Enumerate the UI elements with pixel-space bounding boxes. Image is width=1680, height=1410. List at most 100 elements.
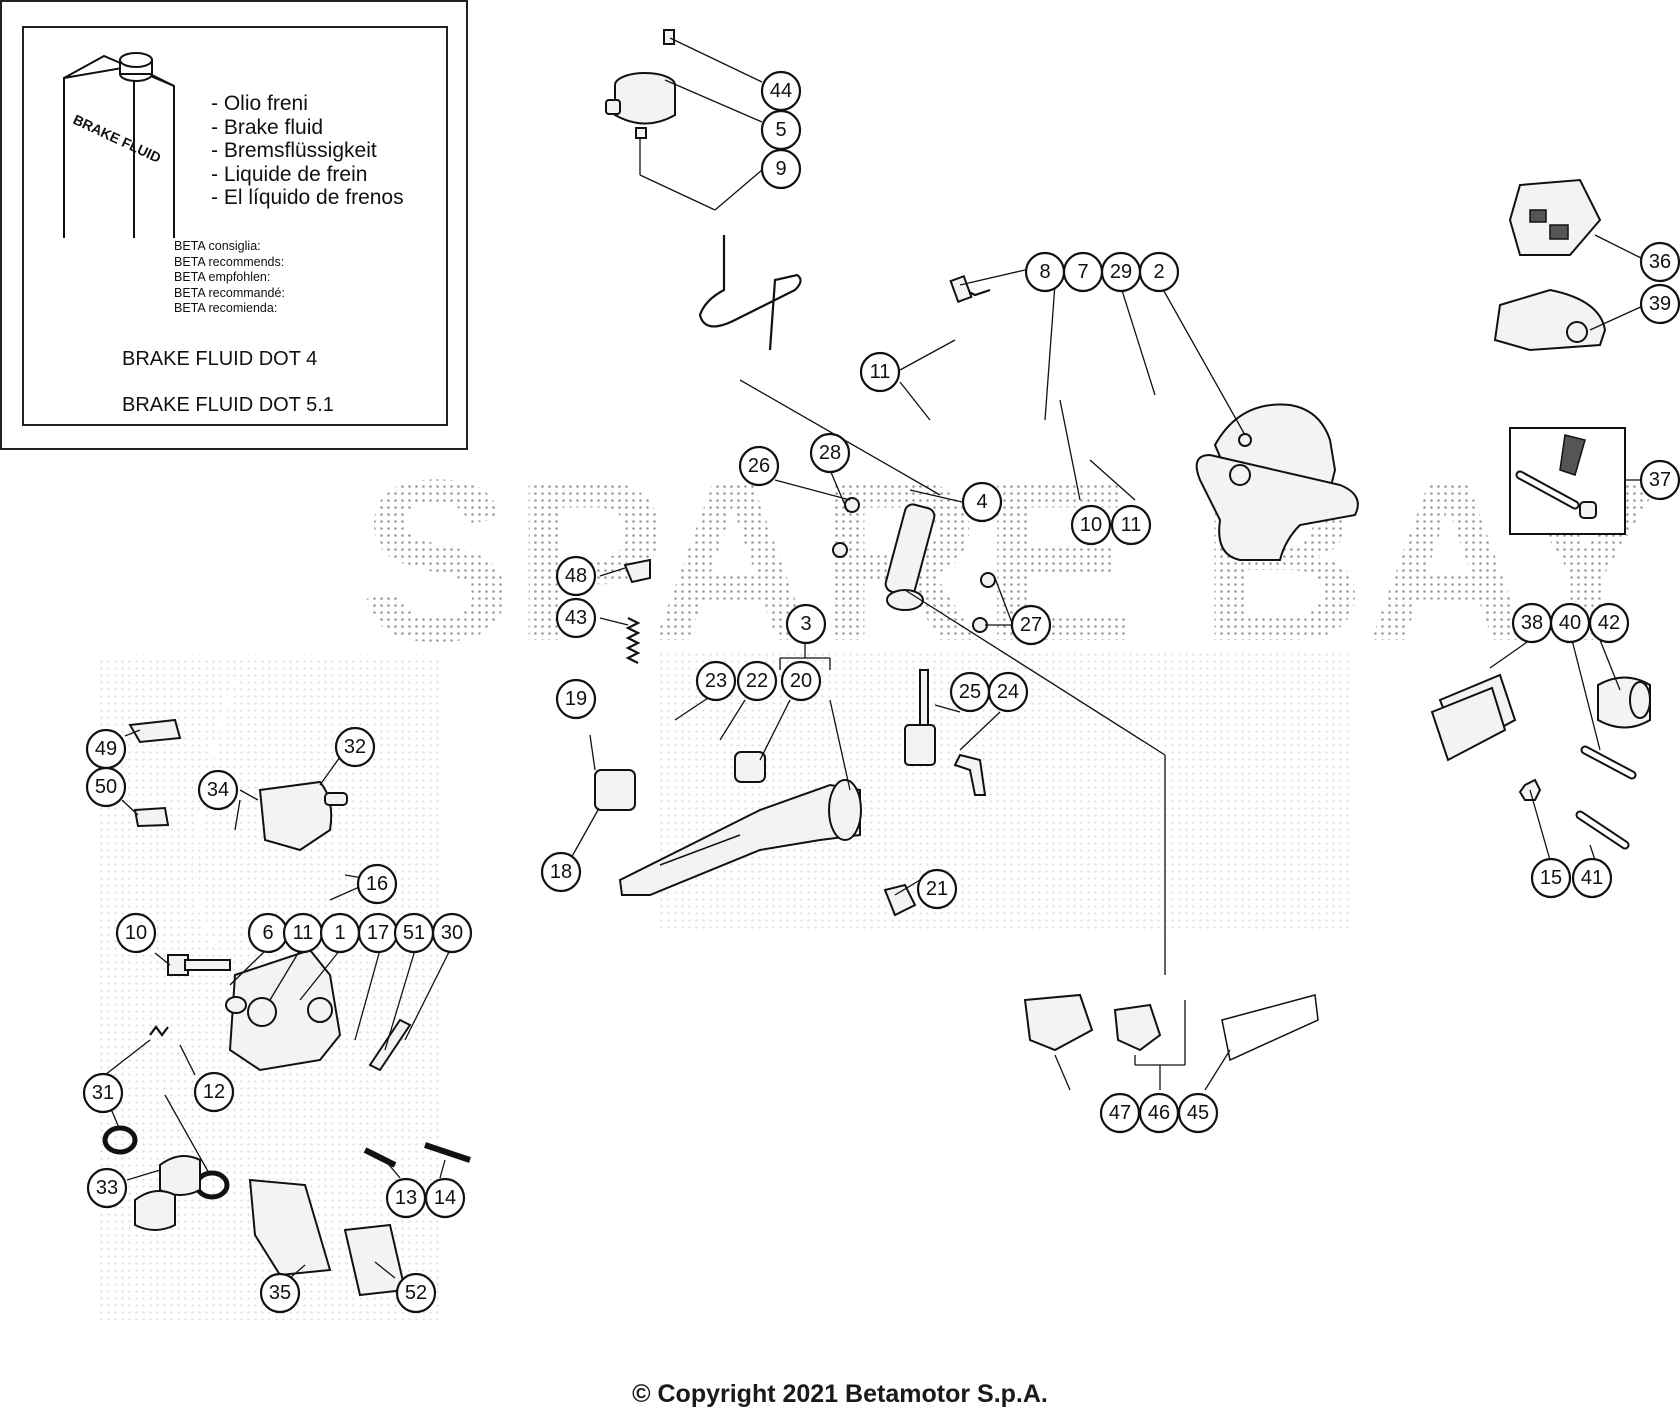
svg-text:21: 21 xyxy=(926,878,948,900)
svg-text:4: 4 xyxy=(976,491,987,513)
svg-text:8: 8 xyxy=(1039,261,1050,283)
svg-text:29: 29 xyxy=(1110,261,1132,283)
callout-8: 8 xyxy=(1024,251,1066,293)
svg-text:6: 6 xyxy=(262,922,273,944)
kit-46 xyxy=(1113,1003,1162,1052)
callout-9: 9 xyxy=(760,148,802,190)
callout-51: 51 xyxy=(393,912,435,954)
fluid-name-de: - Bremsflüssigkeit xyxy=(211,139,377,162)
fluid-name-es: - El líquido de frenos xyxy=(211,186,404,209)
callout-14: 14 xyxy=(424,1177,466,1219)
callout-34: 34 xyxy=(197,769,239,811)
svg-text:17: 17 xyxy=(367,922,389,944)
recommendation-list: BETA consiglia: BETA recommends: BETA em… xyxy=(174,239,285,317)
rear-master-cylinder xyxy=(832,497,996,633)
pistons-seals xyxy=(102,1125,230,1231)
pushrod-clevis xyxy=(904,669,987,796)
svg-text:14: 14 xyxy=(434,1187,456,1209)
svg-text:10: 10 xyxy=(1080,514,1102,536)
svg-text:7: 7 xyxy=(1077,261,1088,283)
svg-text:49: 49 xyxy=(95,738,117,760)
svg-text:5: 5 xyxy=(775,119,786,141)
bleeder-31 xyxy=(149,1025,169,1037)
svg-text:36: 36 xyxy=(1649,251,1671,273)
svg-text:39: 39 xyxy=(1649,293,1671,315)
svg-text:11: 11 xyxy=(1121,514,1142,536)
callout-28: 28 xyxy=(809,432,851,474)
svg-text:52: 52 xyxy=(405,1282,427,1304)
callout-11: 11 xyxy=(859,351,901,393)
pedal-bushing xyxy=(734,751,766,783)
svg-text:48: 48 xyxy=(565,565,587,587)
callout-13: 13 xyxy=(385,1177,427,1219)
svg-text:28: 28 xyxy=(819,442,841,464)
callout-52: 52 xyxy=(395,1272,437,1314)
callout-10-front: 10 xyxy=(115,912,157,954)
callout-11b: 11 xyxy=(1110,504,1152,546)
svg-text:19: 19 xyxy=(565,688,587,710)
svg-text:18: 18 xyxy=(550,861,572,883)
rear-brake-caliper xyxy=(1195,403,1359,561)
svg-text:44: 44 xyxy=(770,80,792,102)
svg-text:3: 3 xyxy=(800,613,811,635)
svg-text:22: 22 xyxy=(746,670,768,692)
spring-bracket xyxy=(623,558,651,584)
svg-text:38: 38 xyxy=(1521,612,1543,634)
svg-text:13: 13 xyxy=(395,1187,417,1209)
recommend-it: BETA consiglia: xyxy=(174,239,261,253)
callout-36: 36 xyxy=(1639,241,1680,283)
front-pads xyxy=(248,1178,407,1297)
callout-35: 35 xyxy=(259,1272,301,1314)
front-brake-caliper xyxy=(228,948,342,1072)
fluid-name-en: - Brake fluid xyxy=(211,115,324,139)
return-spring xyxy=(625,617,641,664)
svg-text:34: 34 xyxy=(207,779,229,801)
callout-4: 4 xyxy=(961,481,1003,523)
fluid-spec-dot4: BRAKE FLUID DOT 4 xyxy=(122,348,318,370)
callout-30: 30 xyxy=(431,912,473,954)
callout-15: 15 xyxy=(1530,857,1572,899)
callout-18: 18 xyxy=(540,851,582,893)
callout-3: 3 xyxy=(785,603,827,645)
bolt-14 xyxy=(424,1142,471,1163)
svg-text:32: 32 xyxy=(344,736,366,758)
callout-48: 48 xyxy=(555,555,597,597)
svg-text:23: 23 xyxy=(705,670,727,692)
svg-text:33: 33 xyxy=(96,1177,118,1199)
recommend-fr: BETA recommandé: xyxy=(174,285,285,300)
piston-42 xyxy=(1597,676,1651,729)
copyright-notice: © Copyright 2021 Betamotor S.p.A. xyxy=(632,1380,1048,1408)
svg-text:46: 46 xyxy=(1148,1102,1170,1124)
kit-47 xyxy=(1023,993,1094,1052)
callout-24: 24 xyxy=(987,671,1029,713)
svg-text:41: 41 xyxy=(1581,867,1603,889)
svg-text:12: 12 xyxy=(203,1081,225,1103)
svg-text:37: 37 xyxy=(1649,469,1671,491)
callout-39: 39 xyxy=(1639,283,1680,325)
callout-40: 40 xyxy=(1549,602,1591,644)
callout-50: 50 xyxy=(85,766,127,808)
brake-fluid-can-icon: BRAKE FLUID xyxy=(63,52,175,238)
upper-brake-hose xyxy=(942,274,1118,468)
svg-text:42: 42 xyxy=(1598,612,1620,634)
callout-20: 20 xyxy=(780,660,822,702)
callout-45: 45 xyxy=(1177,1092,1219,1134)
svg-text:11: 11 xyxy=(870,361,891,383)
bolt-13 xyxy=(363,1147,397,1168)
brake-pedal xyxy=(594,769,862,896)
callout-47: 47 xyxy=(1099,1092,1141,1134)
brake-fluid-info-box: BRAKE FLUID - Olio freni - Brake fluid -… xyxy=(0,0,468,450)
caliper-bracket-39 xyxy=(1493,288,1607,352)
reservoir-hose xyxy=(698,235,802,351)
callout-6: 6 xyxy=(247,912,289,954)
callout-1: 1 xyxy=(319,912,361,954)
callout-33: 33 xyxy=(86,1167,128,1209)
kit-45 xyxy=(1221,994,1319,1062)
brake-fluid-reservoir xyxy=(605,29,676,139)
callout-42: 42 xyxy=(1588,602,1630,644)
callout-7: 7 xyxy=(1062,251,1104,293)
svg-text:26: 26 xyxy=(748,455,770,477)
callout-41: 41 xyxy=(1571,857,1613,899)
svg-text:2: 2 xyxy=(1153,261,1164,283)
